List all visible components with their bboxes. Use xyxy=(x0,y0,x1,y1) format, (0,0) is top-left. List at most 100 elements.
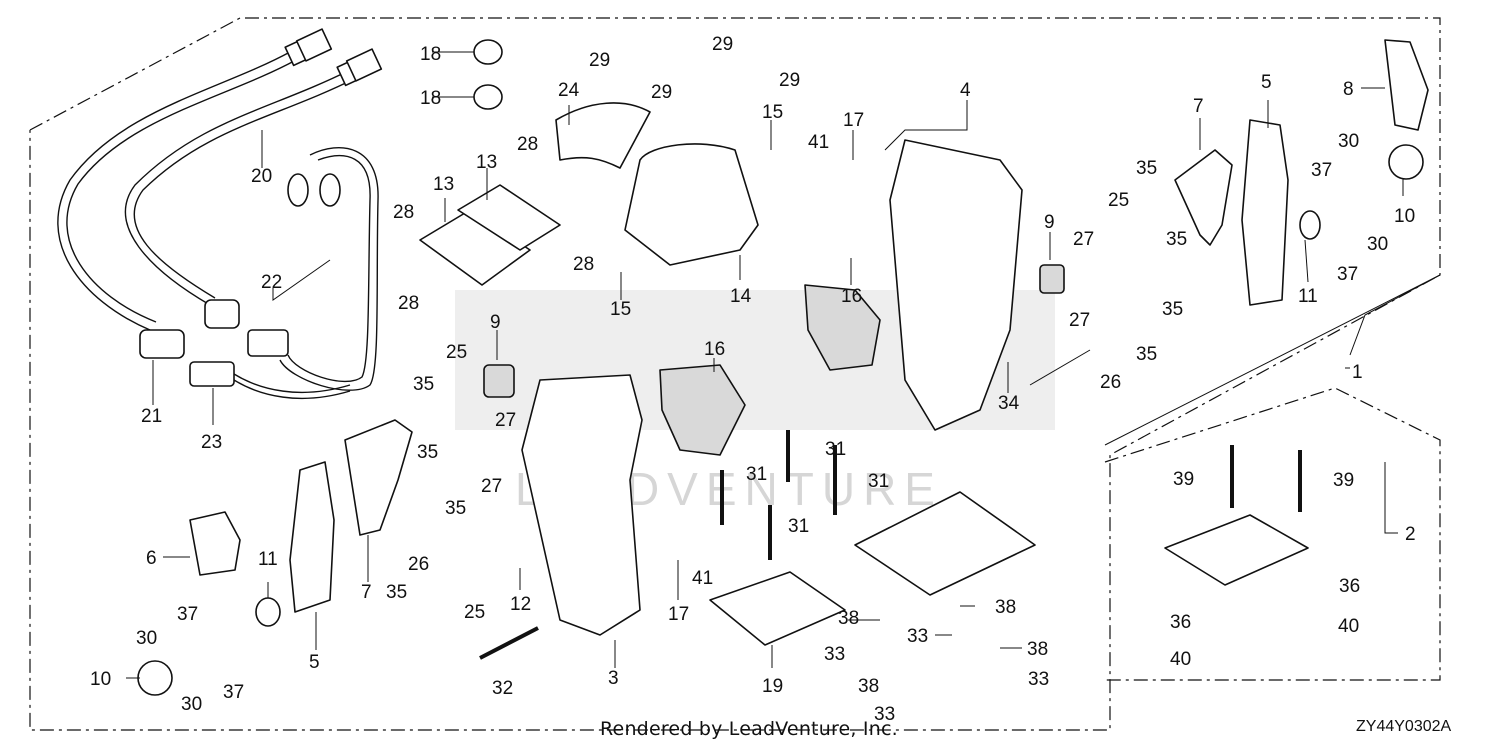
callout-27: 27 xyxy=(495,410,516,431)
callout-33: 33 xyxy=(874,704,895,725)
callout-33: 33 xyxy=(1028,669,1049,690)
callout-37: 37 xyxy=(177,604,198,625)
callout-11: 11 xyxy=(258,549,278,570)
callout-8: 8 xyxy=(1343,79,1354,100)
top-housing xyxy=(624,143,759,266)
callout-27: 27 xyxy=(481,476,502,497)
callout-9: 9 xyxy=(490,312,501,333)
callout-18: 18 xyxy=(420,44,441,65)
friction-disc-left xyxy=(255,597,281,627)
lever-cover-right xyxy=(1174,149,1233,246)
callout-28: 28 xyxy=(393,202,414,223)
callout-24: 24 xyxy=(558,80,580,101)
callout-35: 35 xyxy=(1136,344,1157,365)
callout-31: 31 xyxy=(825,439,846,460)
callout-29: 29 xyxy=(779,70,800,91)
callout-10: 10 xyxy=(90,669,111,690)
callout-29: 29 xyxy=(712,34,733,55)
callout-30: 30 xyxy=(1338,131,1359,152)
callout-14: 14 xyxy=(730,286,752,307)
callout-25: 25 xyxy=(446,342,467,363)
callout-40: 40 xyxy=(1170,649,1191,670)
callout-29: 29 xyxy=(651,82,672,103)
bracket-pair xyxy=(419,184,561,286)
callout-16: 16 xyxy=(704,339,725,360)
connector-plug xyxy=(139,299,351,400)
callout-26: 26 xyxy=(408,554,429,575)
callout-23: 23 xyxy=(201,432,222,453)
callout-33: 33 xyxy=(907,626,928,647)
callout-38: 38 xyxy=(995,597,1016,618)
callout-13: 13 xyxy=(476,152,497,173)
callout-35: 35 xyxy=(413,374,434,395)
callout-35: 35 xyxy=(1166,229,1187,250)
callout-6: 6 xyxy=(146,548,157,569)
callout-41: 41 xyxy=(692,568,713,589)
assembly-boundary xyxy=(29,17,1441,731)
lever-arm-right xyxy=(1241,119,1289,306)
seal-plate-lower xyxy=(659,364,746,456)
callout-34: 34 xyxy=(998,393,1020,414)
cover-plate xyxy=(555,102,651,169)
callout-28: 28 xyxy=(573,254,594,275)
callout-1: 1 xyxy=(1352,362,1363,383)
lever-cover-left xyxy=(344,419,413,536)
callout-27: 27 xyxy=(1073,229,1094,250)
diagram-code: ZY44Y0302A xyxy=(1356,718,1452,735)
left-housing xyxy=(521,374,643,636)
callout-38: 38 xyxy=(1027,639,1048,660)
seal-plate-upper xyxy=(804,284,881,371)
callout-36: 36 xyxy=(1170,612,1191,633)
callout-13: 13 xyxy=(433,174,454,195)
callout-17: 17 xyxy=(843,110,864,131)
friction-disc-right xyxy=(1299,210,1321,240)
callout-32: 32 xyxy=(492,678,513,699)
callout-5: 5 xyxy=(309,652,320,673)
callout-39: 39 xyxy=(1333,470,1354,491)
callout-3: 3 xyxy=(608,668,619,689)
callout-37: 37 xyxy=(223,682,244,703)
callout-15: 15 xyxy=(762,102,783,123)
callout-21: 21 xyxy=(141,406,162,427)
callout-31: 31 xyxy=(788,516,809,537)
callout-39: 39 xyxy=(1173,469,1194,490)
callout-7: 7 xyxy=(1193,96,1204,117)
base-plate xyxy=(854,491,1036,596)
callout-leader-lines xyxy=(126,51,1441,679)
callout-28: 28 xyxy=(517,134,538,155)
bolt-long xyxy=(479,430,1302,660)
rubber-block-lower xyxy=(483,364,515,398)
callout-41: 41 xyxy=(808,132,829,153)
trim-switch-cover xyxy=(189,511,241,576)
callout-28: 28 xyxy=(398,293,419,314)
callout-25: 25 xyxy=(464,602,485,623)
callout-17: 17 xyxy=(668,604,689,625)
callout-4: 4 xyxy=(960,80,971,101)
grommet-pair xyxy=(473,39,503,110)
callout-31: 31 xyxy=(746,464,767,485)
callout-19: 19 xyxy=(762,676,783,697)
end-cap-right xyxy=(1388,144,1424,180)
callout-36: 36 xyxy=(1339,576,1360,597)
callout-38: 38 xyxy=(858,676,879,697)
callout-38: 38 xyxy=(838,608,859,629)
callout-35: 35 xyxy=(445,498,466,519)
lever-arm-left xyxy=(289,461,335,613)
spacer-block xyxy=(1164,514,1309,586)
callout-2: 2 xyxy=(1405,524,1416,545)
callout-9: 9 xyxy=(1044,212,1055,233)
callout-31: 31 xyxy=(868,471,889,492)
callout-20: 20 xyxy=(251,166,272,187)
callout-25: 25 xyxy=(1108,190,1129,211)
callout-12: 12 xyxy=(510,594,531,615)
callout-11: 11 xyxy=(1298,286,1318,307)
callout-35: 35 xyxy=(417,442,438,463)
callout-35: 35 xyxy=(386,582,407,603)
callout-37: 37 xyxy=(1337,264,1358,285)
callout-37: 37 xyxy=(1311,160,1332,181)
gasket xyxy=(709,571,846,646)
callout-15: 15 xyxy=(610,299,631,320)
callout-22: 22 xyxy=(261,272,282,293)
grip-handle xyxy=(1384,39,1429,131)
